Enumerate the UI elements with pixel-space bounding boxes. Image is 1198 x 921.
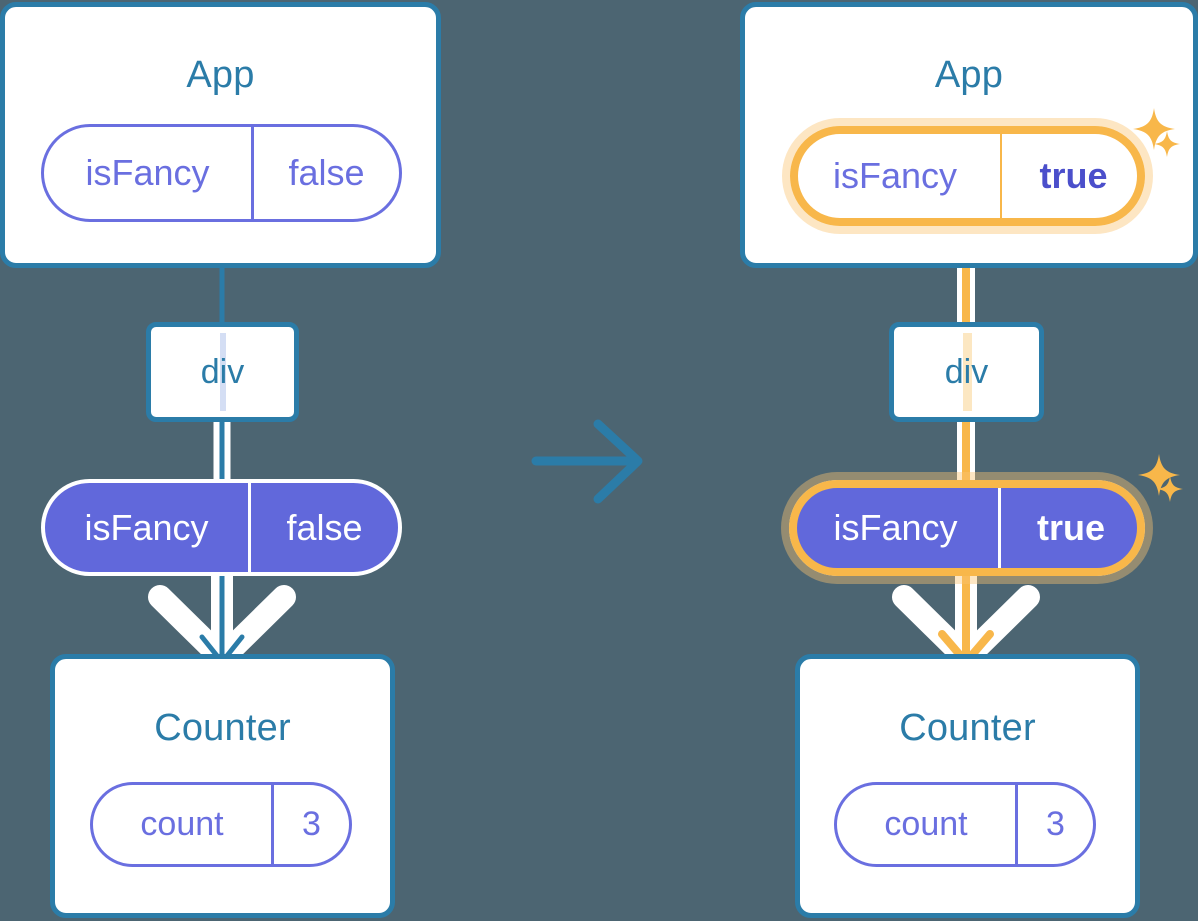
props-pill-value-after: true	[998, 484, 1141, 572]
props-pill-after-wrap: isFancy true	[789, 480, 1145, 576]
counter-state-pill-after[interactable]: count 3	[834, 782, 1096, 867]
app-state-pill-value-after: true	[1000, 126, 1145, 226]
app-state-pill-after-wrap: isFancy true	[790, 126, 1145, 226]
right-arrow-icon	[531, 419, 643, 504]
counter-state-pill-value-before: 3	[271, 785, 349, 864]
sparkle-icon-small-app	[1154, 131, 1180, 157]
app-state-pill-after[interactable]: isFancy true	[790, 126, 1145, 226]
div-box-before: div	[146, 322, 299, 422]
props-pill-value-before: false	[248, 483, 398, 572]
counter-card-title-after: Counter	[899, 707, 1036, 749]
counter-card-title-before: Counter	[154, 707, 291, 749]
sparkle-icon-small-props	[1157, 476, 1183, 502]
counter-state-pill-key-after: count	[884, 805, 968, 843]
sparkle-icon-large-props	[1138, 454, 1180, 496]
app-card-title-after: App	[934, 54, 1004, 96]
sparkle-icon-large-app	[1133, 108, 1175, 150]
app-state-pill-value-before: false	[251, 127, 399, 219]
counter-state-pill-value-after: 3	[1015, 785, 1093, 864]
app-state-pill-key-before: isFancy	[85, 152, 210, 193]
div-box-after: div	[889, 322, 1044, 422]
props-pill-before[interactable]: isFancy false	[41, 479, 402, 576]
div-box-label-before: div	[200, 352, 245, 391]
props-pill-after[interactable]: isFancy true	[789, 480, 1145, 576]
counter-state-pill-key-before: count	[140, 805, 224, 843]
counter-state-pill-before[interactable]: count 3	[90, 782, 352, 867]
props-pill-key-after: isFancy	[833, 507, 958, 548]
app-state-pill-key-after: isFancy	[832, 155, 958, 196]
app-state-pill-before[interactable]: isFancy false	[41, 124, 402, 222]
app-card-title-before: App	[186, 54, 255, 96]
props-pill-key-before: isFancy	[84, 506, 209, 548]
div-box-label-after: div	[944, 352, 989, 391]
div-box-inner-line-before	[219, 333, 226, 411]
div-box-inner-line-after	[962, 333, 972, 411]
